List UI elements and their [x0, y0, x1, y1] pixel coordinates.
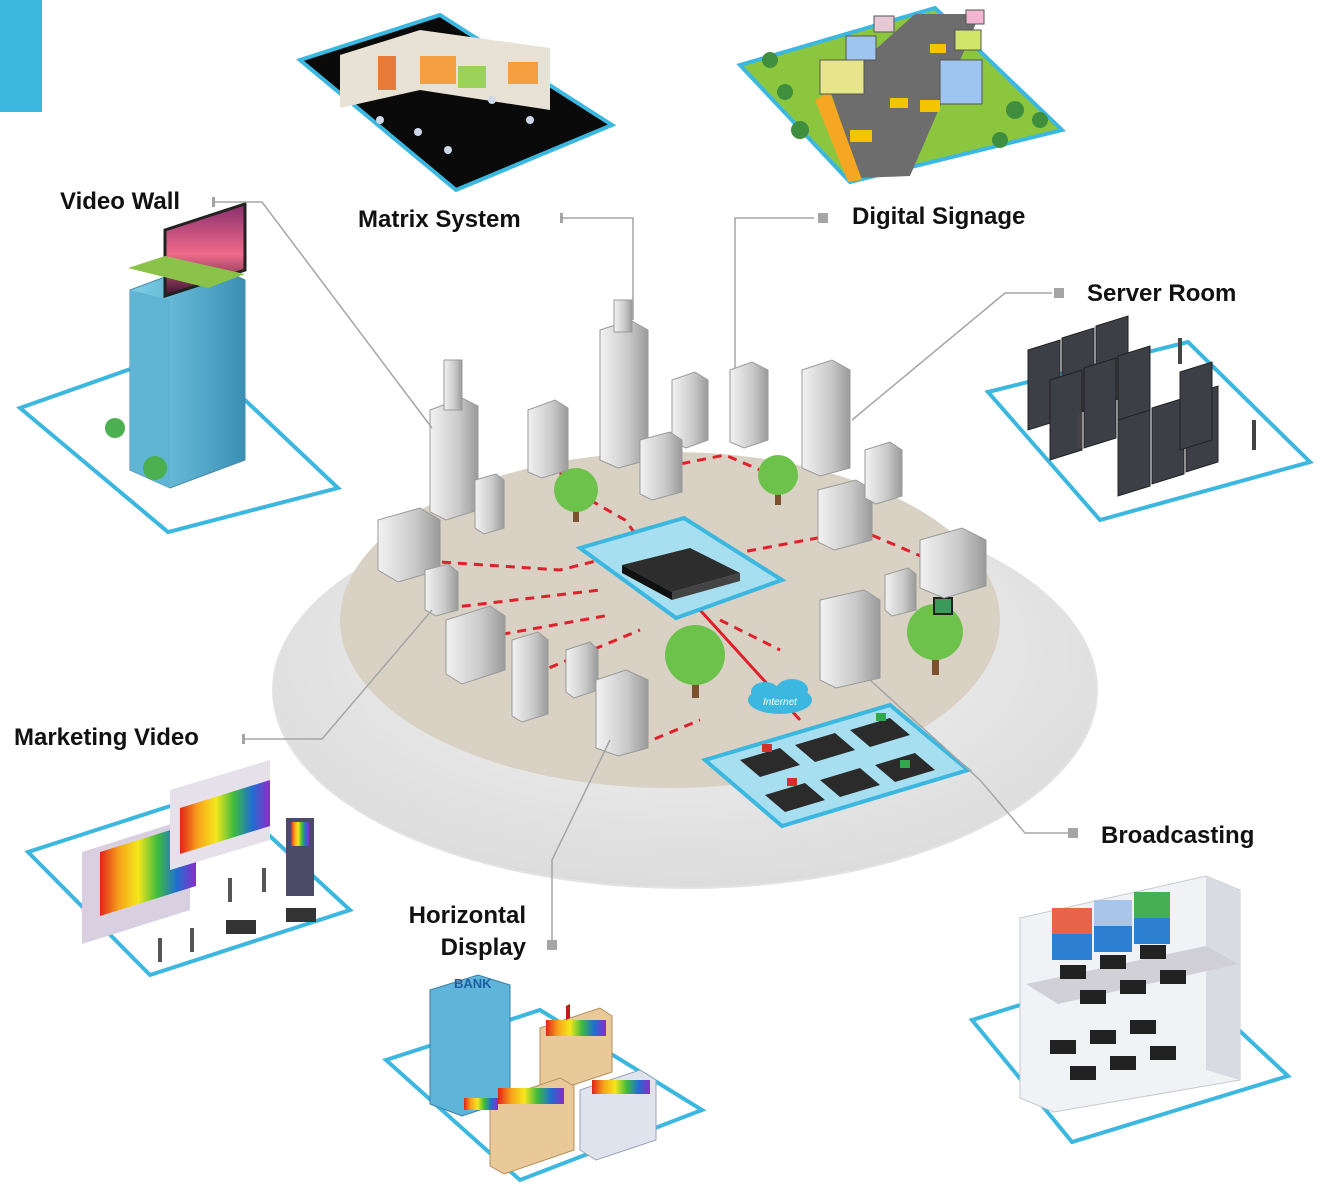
leader-markers — [212, 197, 1078, 950]
label-matrix-system: Matrix System — [358, 206, 521, 233]
matrix-system-scene — [295, 12, 617, 193]
label-horizontal-display: Horizontal Display — [408, 902, 526, 961]
label-marketing-video: Marketing Video — [14, 724, 199, 751]
server-room-scene — [984, 315, 1314, 523]
marketing-video-scene — [24, 760, 354, 978]
video-wall-scene — [16, 201, 342, 535]
broadcasting-scene — [968, 875, 1292, 1145]
leader-lines — [212, 201, 1070, 945]
label-digital-signage: Digital Signage — [852, 203, 1026, 230]
trees — [554, 455, 963, 698]
accent-corner-block — [0, 0, 42, 112]
platform-buildings — [377, 299, 987, 757]
internet-cloud: Internet — [748, 679, 812, 714]
label-broadcasting: Broadcasting — [1101, 822, 1255, 849]
horizontal-display-scene: BANK — [382, 974, 707, 1183]
network-switch — [575, 515, 787, 621]
label-video-wall: Video Wall — [60, 188, 181, 215]
internet-text: Internet — [763, 697, 798, 708]
office-workstations — [700, 702, 973, 829]
bank-sign: BANK — [454, 976, 492, 991]
digital-signage-scene — [736, 5, 1067, 185]
label-server-room: Server Room — [1087, 280, 1237, 307]
